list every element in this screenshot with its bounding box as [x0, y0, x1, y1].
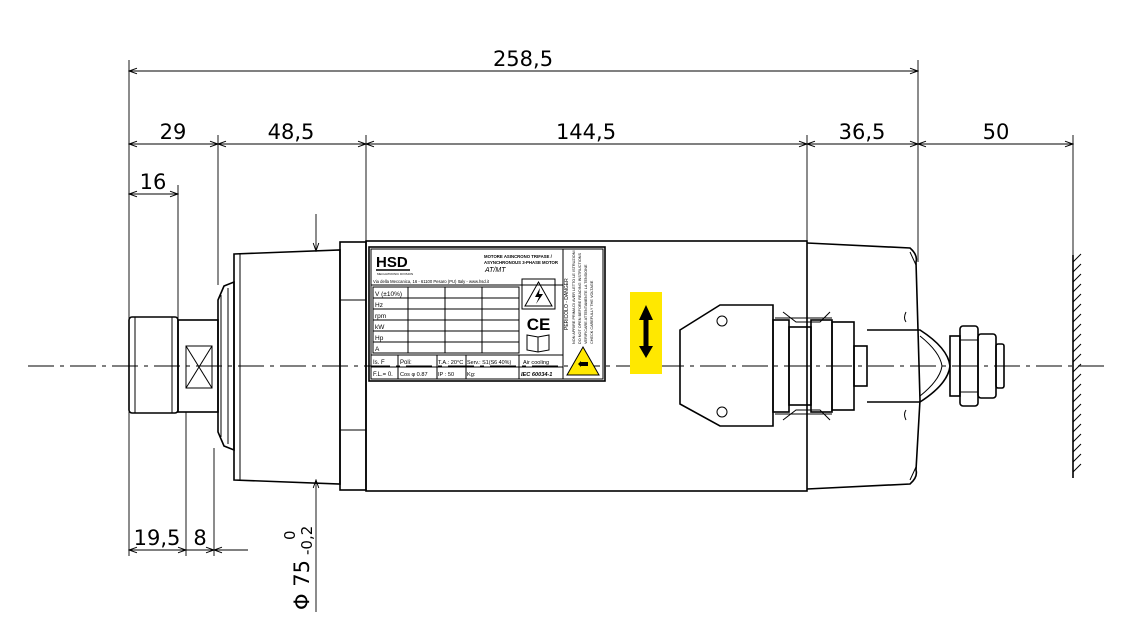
field-air: Air cooling — [523, 360, 549, 366]
row-hp: Hp — [375, 335, 384, 342]
wall-hatch — [1072, 253, 1082, 478]
brand-logo: HSD — [376, 254, 408, 271]
field-kg: Kg: — [467, 372, 476, 378]
warning-danger: PERICOLO - DANGER — [564, 278, 570, 330]
field-fl: F.L.= 0. — [373, 372, 393, 378]
lightning-icon — [535, 288, 543, 304]
motor-body — [365, 240, 808, 492]
rotation-arrow-sticker — [630, 292, 662, 374]
model-code: AT/MT — [484, 267, 506, 274]
dim-50: 50 — [983, 120, 1010, 144]
dimension-labels: 258,5 29 48,5 144,5 36,5 50 16 19,5 8 Φ … — [134, 47, 1010, 610]
field-serv: Serv.: S1(S6 40%) — [467, 360, 511, 366]
warning-text-2: DO NOT OPEN BEFORE READING INSTRUCTIONS — [578, 252, 582, 344]
field-iec: IEC 60034-1 — [521, 372, 552, 378]
dim-144: 144,5 — [556, 120, 616, 144]
address: Via della Meccanica, 16 - 61100 Pesaro (… — [373, 279, 490, 284]
warning-text-4: CHECK CAREFULLY THE VOLTAGE — [590, 280, 594, 344]
row-voltage: V (±10%) — [375, 291, 402, 298]
extension-lines — [128, 60, 1074, 556]
motor-type-it: MOTORE ASINCRONO TRIFASE / — [484, 254, 553, 259]
warning-text-1: NON APRIRE PRIMA DI AVER LETTO LE ISTRUZ… — [572, 250, 576, 344]
dim-29: 29 — [160, 120, 187, 144]
electrical-connector — [679, 304, 868, 427]
field-ta: T.A.: 20°C — [438, 360, 463, 366]
dim-36: 36,5 — [839, 120, 886, 144]
manual-book-icon — [526, 334, 550, 353]
dim-tol-upper: 0 — [281, 530, 299, 540]
motor-type-en: ASYNCHRONOUS 3-PHASE MOTOR — [484, 260, 559, 265]
nameplate: HSD MECHATRONIC DIVISION MOTORE ASINCRON… — [368, 246, 606, 382]
spindle-nose — [128, 316, 219, 414]
electric-hazard-icon — [524, 280, 553, 307]
field-ip: IP : 50 — [438, 372, 454, 378]
dim-overall: 258,5 — [493, 47, 553, 71]
row-rpm: rpm — [375, 313, 386, 320]
dim-16: 16 — [140, 170, 167, 194]
warning-triangle-icon — [566, 345, 600, 376]
dim-diameter: Φ 75 — [290, 560, 314, 610]
rotation-arrow-icon — [639, 305, 653, 358]
dim-48: 48,5 — [268, 120, 315, 144]
row-kw: kW — [375, 324, 385, 331]
brand-sub: MECHATRONIC DIVISION — [377, 272, 413, 276]
warning-text-3: VERIFICARE ATTENTAMENTE LA TENSIONE — [584, 264, 588, 344]
row-amp: A — [375, 346, 380, 353]
rear-cover — [806, 242, 951, 490]
ce-mark-icon: CE — [527, 315, 551, 334]
row-hz: Hz — [375, 302, 383, 309]
field-is: Is. F — [373, 360, 385, 366]
field-cos: Cos φ 0.87 — [400, 372, 428, 378]
dim-8: 8 — [193, 526, 206, 550]
cable-gland — [949, 325, 1005, 407]
field-poli: Poli: — [400, 360, 412, 366]
dimension-lines — [129, 71, 1073, 612]
dim-19: 19,5 — [134, 526, 181, 550]
dim-tol-lower: -0,2 — [298, 526, 316, 555]
